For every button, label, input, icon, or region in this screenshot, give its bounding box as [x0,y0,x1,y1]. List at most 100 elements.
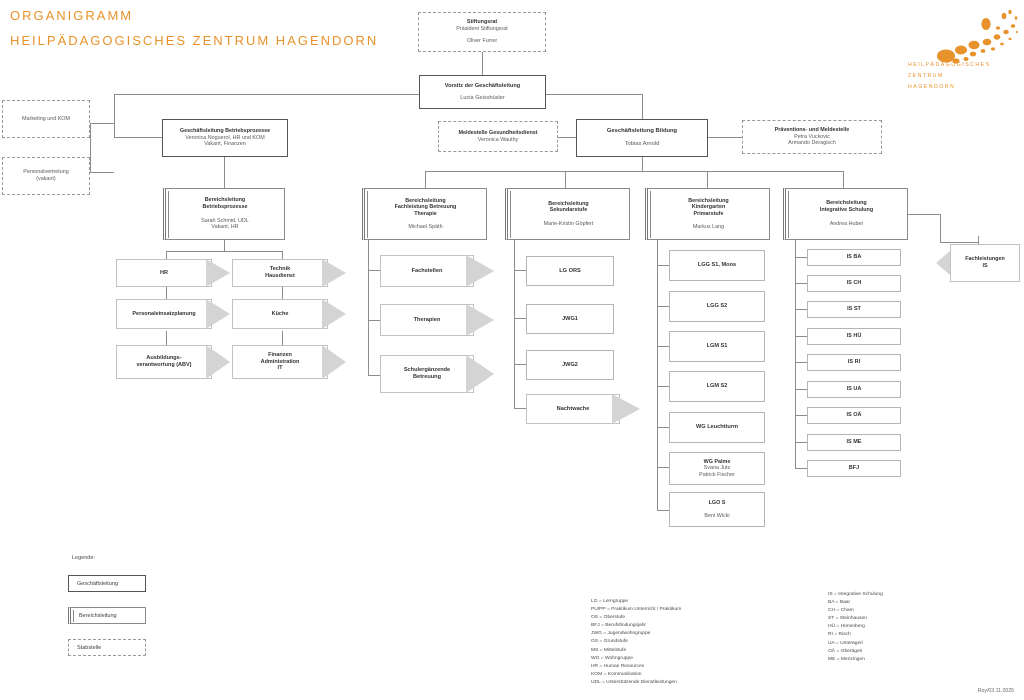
connector [282,331,283,345]
unit-jwg1[interactable]: JWG1 [526,304,614,334]
connector [166,331,167,345]
connector [795,468,807,469]
unit-label: Personaleinsatzplanung [132,310,196,317]
node-gl-betriebsprozesse[interactable]: Geschäftsleitung Betriebsprozesse Veroni… [162,119,288,157]
node-meldestelle-gesundheitsdienst[interactable]: Meldestelle Gesundheitsdienst Veronica W… [438,121,558,152]
unit-lgm-s1[interactable]: LGM S1 [669,331,765,362]
unit-bfj[interactable]: BFJ [807,460,901,477]
unit-label: IS CH [846,280,862,287]
connector [368,240,369,375]
connector [90,172,114,173]
node-title-1: Bereichsleitung [548,200,589,207]
connector [843,171,844,188]
connector [565,171,566,188]
unit-label-3: IT [277,365,283,372]
unit-is-hue[interactable]: IS HÜ [807,328,901,345]
unit-label: Nachtwache [556,405,590,412]
unit-is-ua[interactable]: IS UA [807,381,901,398]
unit-kueche[interactable]: Küche [232,299,346,329]
connector [514,318,526,319]
node-personalvertretung[interactable]: Personalvertretung (vakant) [2,157,90,195]
node-person: Lucia Geisshüsler [460,94,505,101]
unit-person-1: Svana Jutz [703,465,731,472]
chevron-right-icon [322,345,346,379]
connector [282,285,283,299]
node-marketing-kom[interactable]: Marketing und KOM [2,100,90,138]
node-vorsitz-geschaeftsleitung[interactable]: Vorsitz der Geschäftsleitung Lucia Geiss… [419,75,546,109]
connector [657,427,669,428]
node-bl-fachleistung-betreuung[interactable]: Bereichsleitung Fachleistung Betreuung T… [362,188,487,240]
unit-finanzen-administration-it[interactable]: Finanzen Administration IT [232,345,346,379]
unit-is-me[interactable]: IS ME [807,434,901,451]
node-bl-betriebsprozesse[interactable]: Bereichsleitung Betriebsprozesse Sarah S… [163,188,285,240]
unit-lgg-s1-moos[interactable]: LGG S1, Moos [669,250,765,281]
connector [368,375,380,376]
unit-is-ri[interactable]: IS RI [807,354,901,371]
node-title: Geschäftsleitung Bildung [606,128,678,135]
chevron-right-icon [466,355,494,393]
node-person: Michael Späth [408,223,443,230]
unit-label: WG Palme [703,458,731,465]
unit-label: HR [160,269,168,276]
unit-hr[interactable]: HR [116,259,230,287]
page-subtitle: HEILPÄDAGOGISCHES ZENTRUM HAGENDORN [10,33,379,48]
node-stiftungsrat[interactable]: Stiftungsrat Präsident Stiftungsrat Oliv… [418,12,546,52]
unit-is-ba[interactable]: IS BA [807,249,901,266]
unit-ausbildungsverantwortung[interactable]: Ausbildungs- verantwortung (ABV) [116,345,230,379]
node-bl-sekundarstufe[interactable]: Bereichsleitung Sekundarstufe Marie-Kris… [505,188,630,240]
logo-icon [930,6,1022,92]
unit-lgm-s2[interactable]: LGM S2 [669,371,765,402]
unit-label: IS RI [847,359,861,366]
unit-nachtwache[interactable]: Nachtwache [526,394,640,424]
node-person-2: Vakant, Finanzen [204,141,246,148]
node-title-2: Integrative Schulung [819,206,874,213]
node-fachleistungen-is[interactable]: Fachleistungen IS [936,244,1020,282]
unit-lgg-s2[interactable]: LGG S2 [669,291,765,322]
connector [707,171,708,188]
node-title: Marketing und KOM [22,115,70,122]
node-title-2: IS [982,263,988,269]
unit-fachstellen[interactable]: Fachstellen [380,255,494,287]
unit-jwg2[interactable]: JWG2 [526,350,614,380]
connector [657,510,669,511]
unit-lg-ors[interactable]: LG ORS [526,256,614,286]
unit-schulergaenzende-betreuung[interactable]: Schulergänzende Betreuung [380,355,494,393]
connector [282,251,283,259]
unit-technik-hausdienst[interactable]: Technik Hausdienst [232,259,346,287]
unit-label-1: Technik [269,266,291,273]
legend-item-stabstelle: Stabstelle [68,639,146,656]
connector [708,137,742,138]
unit-therapien[interactable]: Therapien [380,304,494,336]
node-person: Tobias Arnold [624,140,660,147]
connector [795,415,807,416]
unit-label: IS ST [847,306,861,313]
connector [224,240,225,251]
unit-label: Therapien [413,316,441,323]
connector [482,94,642,95]
unit-is-oae[interactable]: IS OÄ [807,407,901,424]
connector [514,240,515,408]
unit-label: IS HÜ [846,333,862,340]
node-praeventions-meldestelle[interactable]: Präventions- und Meldestelle Petra Vucko… [742,120,882,154]
unit-label: LG ORS [559,267,581,274]
unit-personaleinsatzplanung[interactable]: Personaleinsatzplanung [116,299,230,329]
unit-wg-palme[interactable]: WG Palme Svana Jutz Patrick Fischer [669,452,765,485]
chevron-right-icon [206,345,230,379]
connector [114,94,115,137]
unit-is-ch[interactable]: IS CH [807,275,901,292]
node-bl-integrative-schulung[interactable]: Bereichsleitung Integrative Schulung And… [783,188,908,240]
connector [657,467,669,468]
chevron-right-icon [322,259,346,287]
node-bl-kindergarten-primarstufe[interactable]: Bereichsleitung Kindergarten Primarstufe… [645,188,770,240]
node-person-2: Vakant, HR [211,224,239,231]
unit-label-2: Betreuung [413,374,441,380]
unit-label: JWG2 [562,361,578,368]
connector [795,362,807,363]
unit-lgo-s[interactable]: LGO S Beni Wicki [669,492,765,527]
node-gl-bildung[interactable]: Geschäftsleitung Bildung Tobias Arnold [576,119,708,157]
unit-is-st[interactable]: IS ST [807,301,901,318]
connector [514,270,526,271]
connector [166,251,282,252]
unit-wg-leuchtturm[interactable]: WG Leuchtturm [669,412,765,443]
node-person-1: Sarah Schmid, UDL [201,217,249,224]
